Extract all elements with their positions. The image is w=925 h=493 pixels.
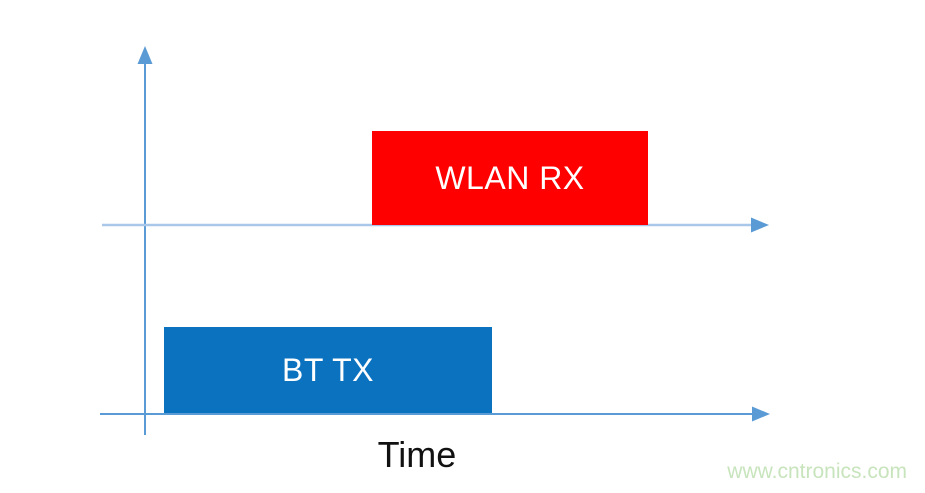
bt-tx-label: BT TX bbox=[281, 351, 374, 388]
bt-tx-bar: BT TX bbox=[164, 327, 492, 413]
x-axis-label: Time bbox=[377, 434, 457, 475]
y-axis-arrow-icon bbox=[137, 46, 153, 64]
upper-time-axis-arrow-icon bbox=[751, 217, 769, 233]
watermark: www.cntronics.com bbox=[727, 460, 907, 483]
wlan-rx-bar: WLAN RX bbox=[372, 131, 648, 225]
lower-time-axis-arrow-icon bbox=[752, 406, 770, 422]
wlan-rx-label: WLAN RX bbox=[435, 159, 585, 196]
